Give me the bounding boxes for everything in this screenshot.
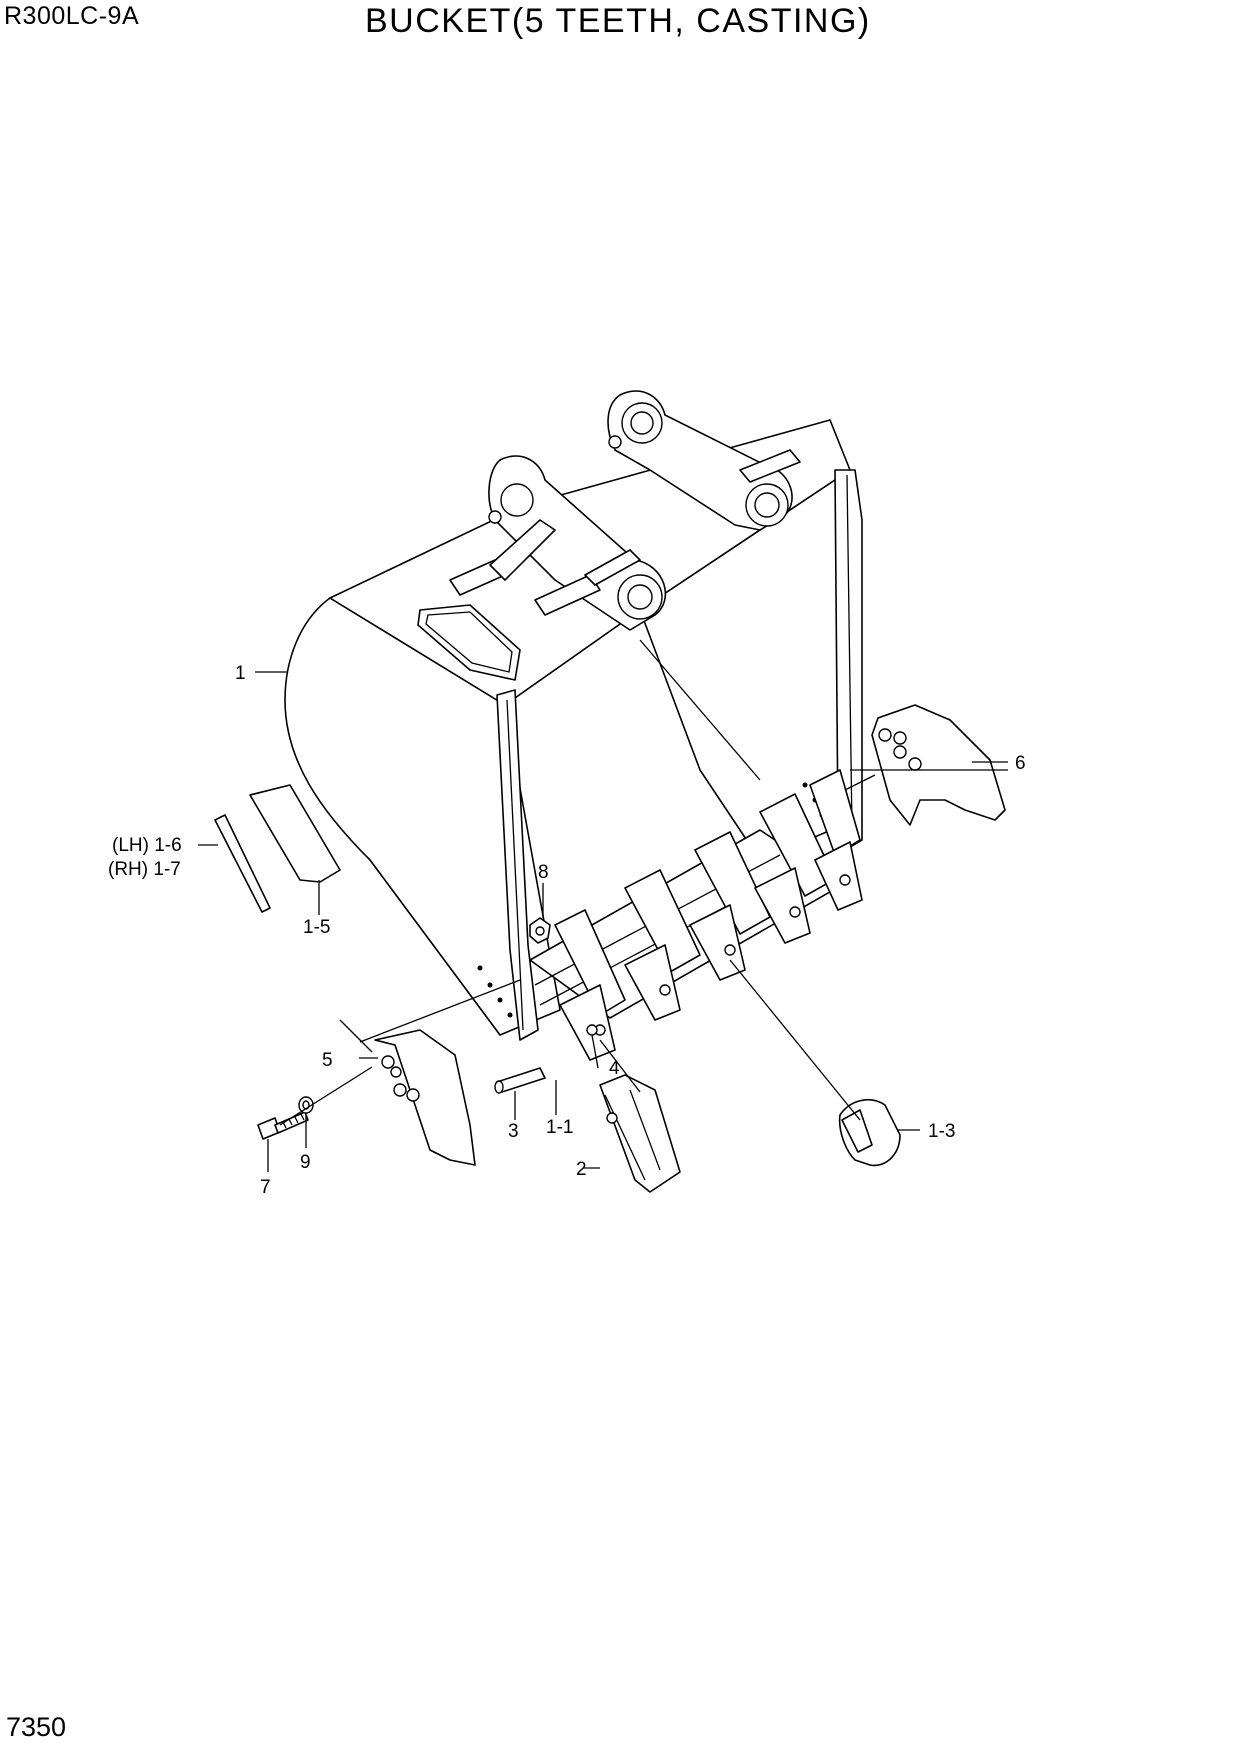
wear-plate-1-6-1-7	[214, 814, 271, 913]
leader-lines	[198, 671, 1008, 1172]
callout-1-6: (LH) 1-6	[112, 835, 182, 856]
callout-1-1: 1-1	[546, 1117, 573, 1138]
callout-1: 1	[235, 663, 246, 684]
lock-4	[586, 1024, 598, 1036]
tooth-adapter-1-3	[838, 1099, 901, 1167]
page-number: 7350	[6, 1712, 67, 1742]
callout-9: 9	[300, 1152, 311, 1173]
pin-3	[494, 1067, 546, 1094]
model-number: R300LC-9A	[4, 2, 140, 30]
nut-8	[529, 917, 551, 944]
callout-7: 7	[260, 1177, 271, 1198]
left-side-plate	[496, 689, 539, 1041]
callout-labels: 1 6 (LH) 1-6 (RH) 1-7 1-5 8 5 4 3 1-1 1-…	[108, 663, 1026, 1198]
tooth-2	[624, 869, 701, 1021]
callout-6: 6	[1015, 753, 1026, 774]
bucket-shell	[284, 597, 561, 1036]
side-cutter-6	[871, 704, 1006, 826]
callout-5: 5	[322, 1050, 333, 1071]
callout-4: 4	[609, 1058, 620, 1079]
callout-3: 3	[508, 1121, 519, 1142]
callout-1-3: 1-3	[928, 1121, 955, 1142]
callout-2: 2	[576, 1159, 587, 1180]
tooth-point-2	[599, 1074, 681, 1193]
callout-1-7: (RH) 1-7	[108, 859, 181, 880]
tooth-5	[809, 769, 863, 911]
callout-1-5: 1-5	[303, 917, 330, 938]
callout-8: 8	[538, 862, 549, 883]
diagram-title: BUCKET(5 TEETH, CASTING)	[365, 2, 871, 40]
bolt-7	[257, 1111, 309, 1140]
bucket-top-opening	[417, 604, 521, 681]
wear-plate-1-5	[249, 784, 341, 883]
side-cutter-5	[374, 1029, 476, 1166]
